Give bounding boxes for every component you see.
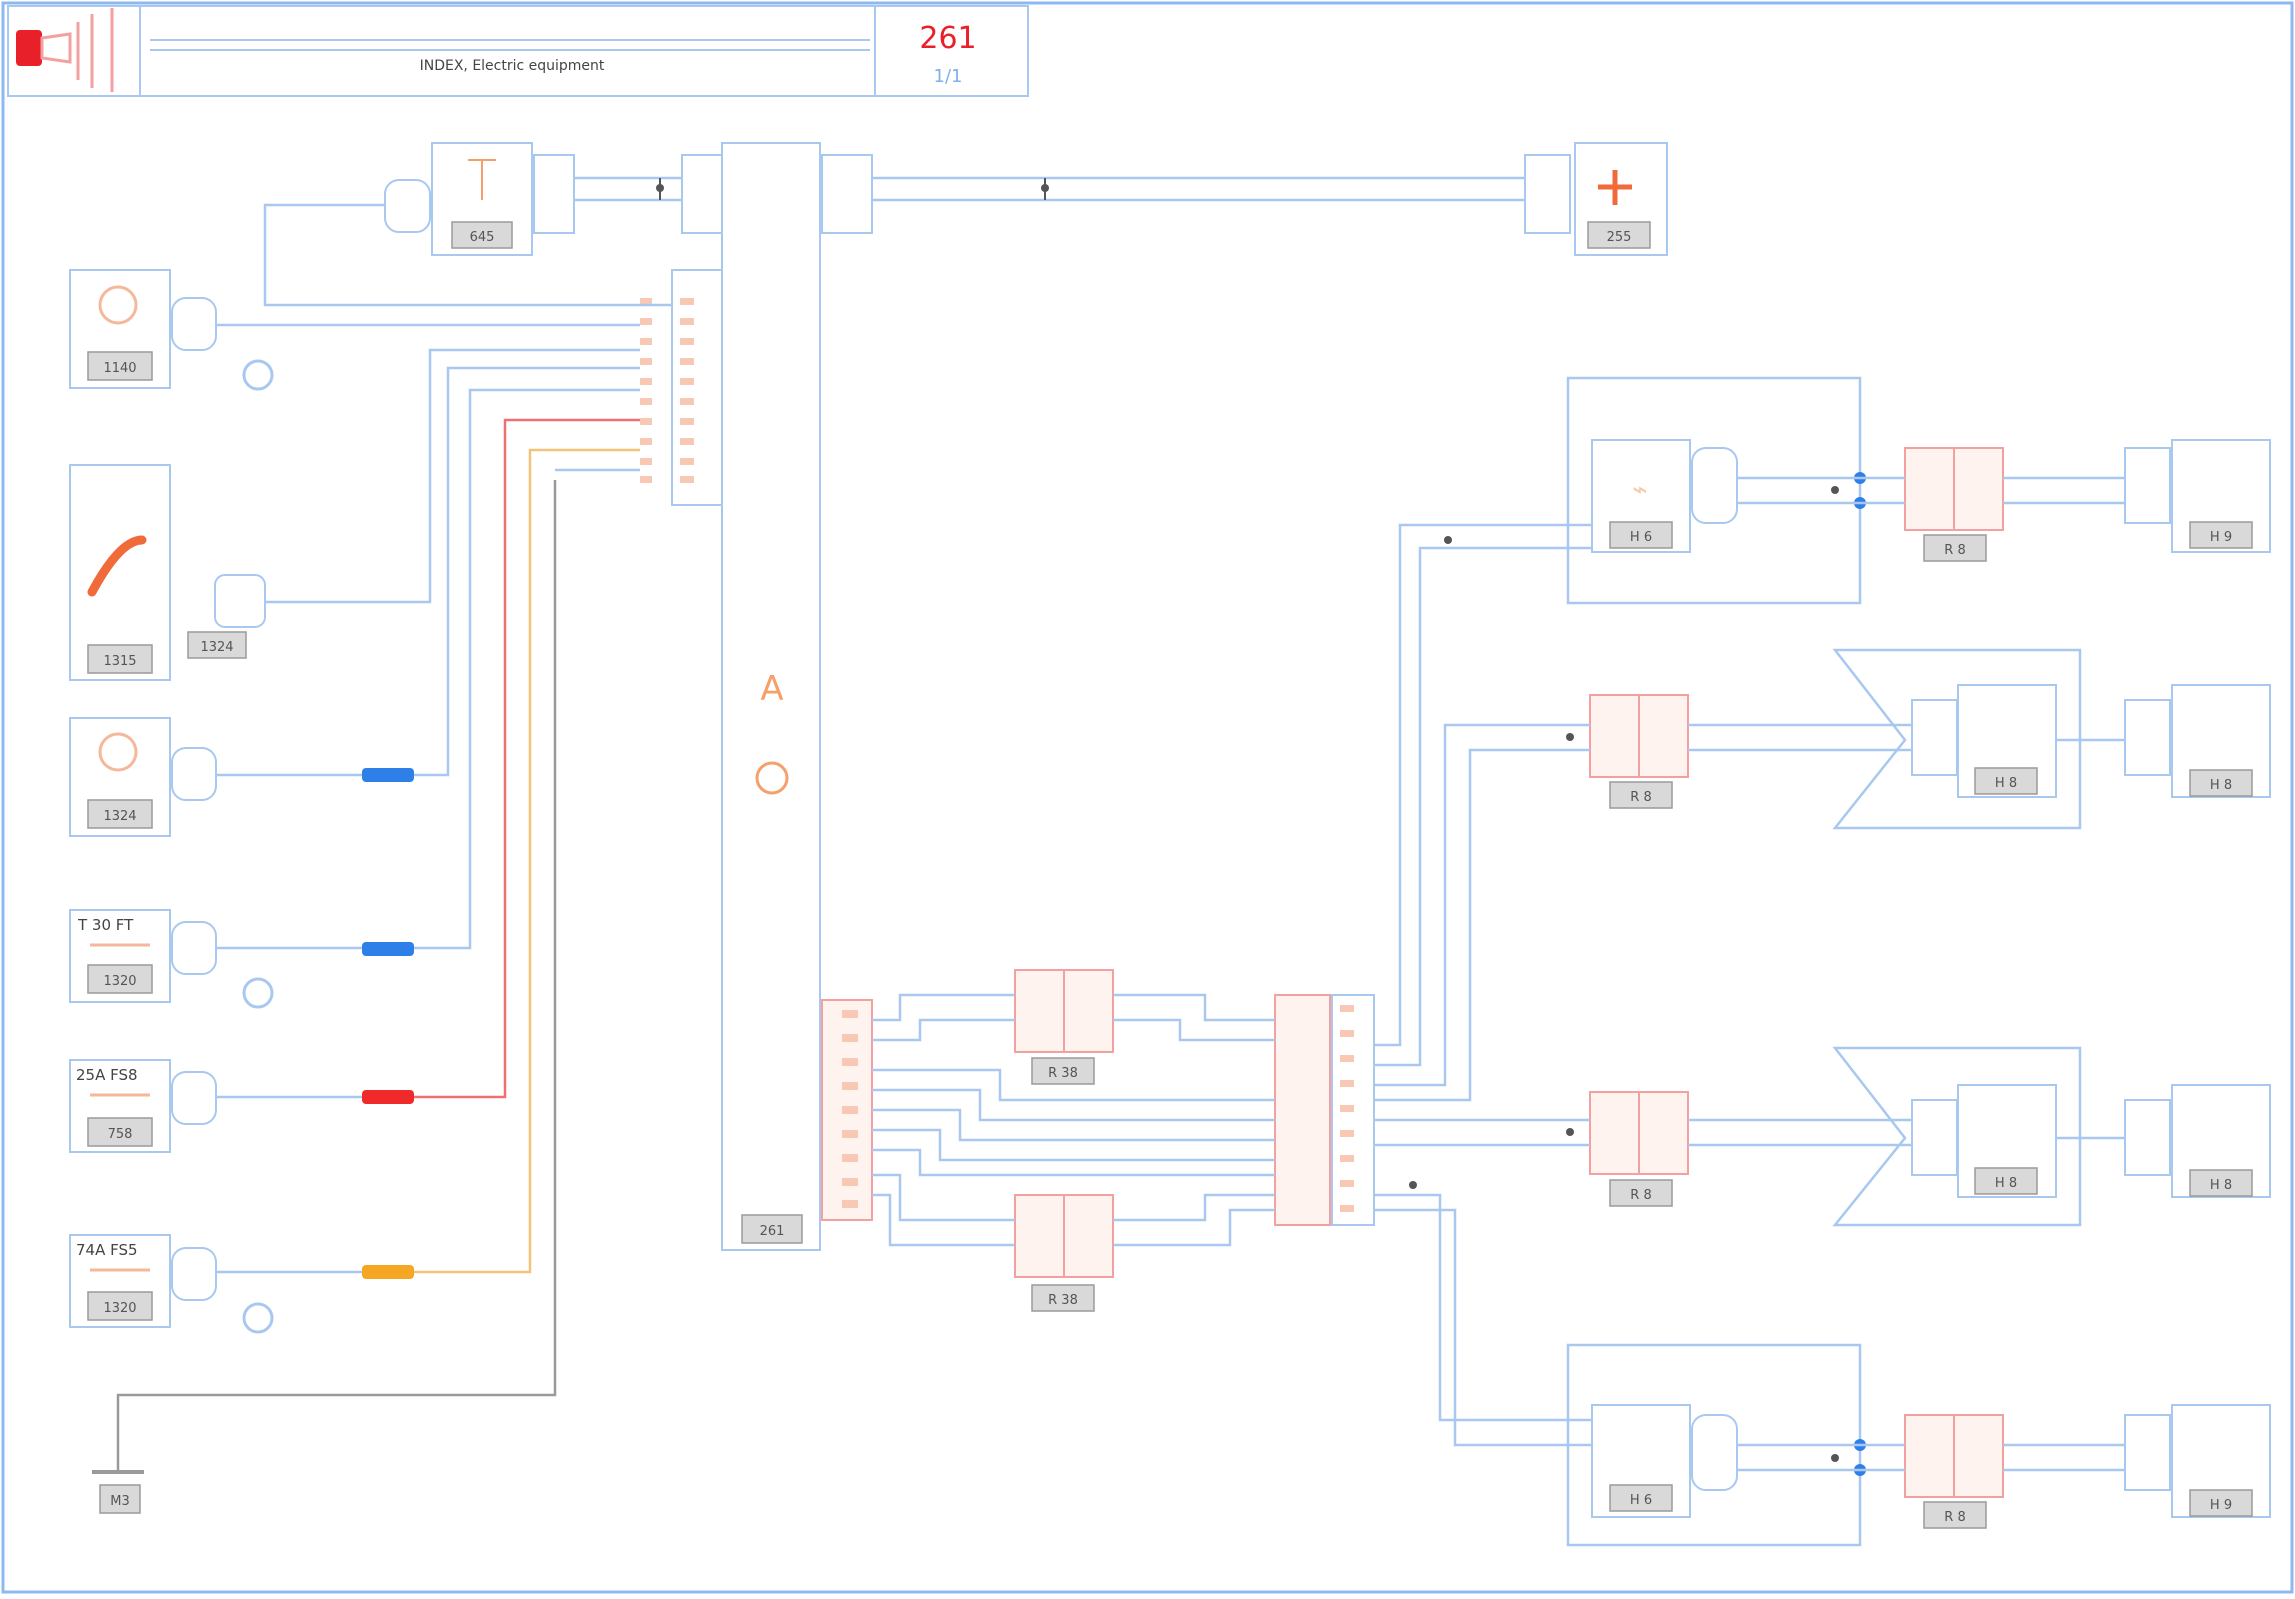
fuse-blue-1 <box>362 768 414 782</box>
mid-upper-comp-code: H 8 <box>1995 776 2017 791</box>
horn-icon <box>87 535 147 597</box>
front-right-upper-code: H 9 <box>2210 530 2232 545</box>
distribution-block <box>1274 994 1375 1226</box>
fuse-red <box>362 1090 414 1104</box>
front-left-upper-code: H 6 <box>1630 530 1652 545</box>
mid-upper-group: R 8 H 8 H 8 <box>1589 648 2271 830</box>
left-device-4-caption: T 30 FT <box>77 916 134 934</box>
ground-icon: M3 <box>92 480 557 1514</box>
left-device-4-code: 1320 <box>103 974 136 989</box>
svg-text:⌁: ⌁ <box>1632 475 1648 505</box>
front-left-group: ⌁ H 6 R 8 H 9 <box>1566 376 2271 605</box>
mid-lower-conn-code: R 8 <box>1630 1188 1651 1203</box>
left-device-6-caption: 74A FS5 <box>76 1241 138 1259</box>
connector-lower: R 38 <box>1014 1194 1114 1312</box>
bottom-comp-code: H 6 <box>1630 1493 1652 1508</box>
right-wires <box>1374 486 1839 1462</box>
mid-upper-conn-code: R 8 <box>1630 790 1651 805</box>
left-device-2: 1315 1324 <box>69 464 266 681</box>
left-device-6: 74A FS5 1320 <box>69 1234 414 1334</box>
speaker-icon <box>1598 170 1632 205</box>
fuse-blue-2 <box>362 942 414 956</box>
left-device-1-code: 1140 <box>103 361 136 376</box>
diagram-title: INDEX, Electric equipment <box>420 58 605 74</box>
mid-lower-group: R 8 H 8 H 8 <box>1589 1046 2271 1227</box>
mid-lower-far-code: H 8 <box>2210 1178 2232 1193</box>
bottom-far-code: H 9 <box>2210 1498 2232 1513</box>
left-device-4: T 30 FT 1320 <box>69 909 414 1009</box>
left-device-5-caption: 25A FS8 <box>76 1066 138 1084</box>
main-unit: A 261 <box>640 142 873 1251</box>
top-right-device: 255 <box>1524 142 1668 256</box>
left-device-3: 1324 <box>69 717 414 837</box>
left-device-2-side-code: 1324 <box>200 640 233 655</box>
bottom-group: H 6 R 8 H 9 <box>1566 1343 2271 1547</box>
left-device-1: 1140 <box>69 269 274 391</box>
bottom-conn-code: R 8 <box>1944 1510 1965 1525</box>
sheet-sub: 1/1 <box>934 66 963 87</box>
title-block: INDEX, Electric equipment 261 1/1 <box>7 5 1029 97</box>
fuse-orange <box>362 1265 414 1279</box>
ground-code: M3 <box>110 1494 130 1509</box>
left-device-5: 25A FS8 758 <box>69 1059 414 1153</box>
logo-icon <box>16 8 114 92</box>
main-unit-label <box>741 1214 803 1244</box>
left-device-3-code: 1324 <box>103 809 136 824</box>
top-right-device-code: 255 <box>1607 230 1632 245</box>
top-left-device-code: 645 <box>470 230 495 245</box>
front-left-conn-code: R 8 <box>1944 543 1965 558</box>
top-left-device: 645 <box>384 142 575 256</box>
main-unit-code: 261 <box>760 1224 785 1239</box>
connector-upper: R 38 <box>1014 969 1114 1085</box>
connector-upper-code: R 38 <box>1048 1066 1078 1081</box>
connector-lower-code: R 38 <box>1048 1293 1078 1308</box>
svg-text:A: A <box>760 669 783 709</box>
center-wires <box>872 993 1275 1247</box>
top-wires <box>263 176 1525 307</box>
left-wires <box>216 323 640 1274</box>
mid-lower-comp-code: H 8 <box>1995 1176 2017 1191</box>
mid-upper-far-code: H 8 <box>2210 778 2232 793</box>
left-device-5-code: 758 <box>108 1127 133 1142</box>
sheet-code: 261 <box>919 21 976 56</box>
left-device-6-code: 1320 <box>103 1301 136 1316</box>
left-device-2-code: 1315 <box>103 654 136 669</box>
